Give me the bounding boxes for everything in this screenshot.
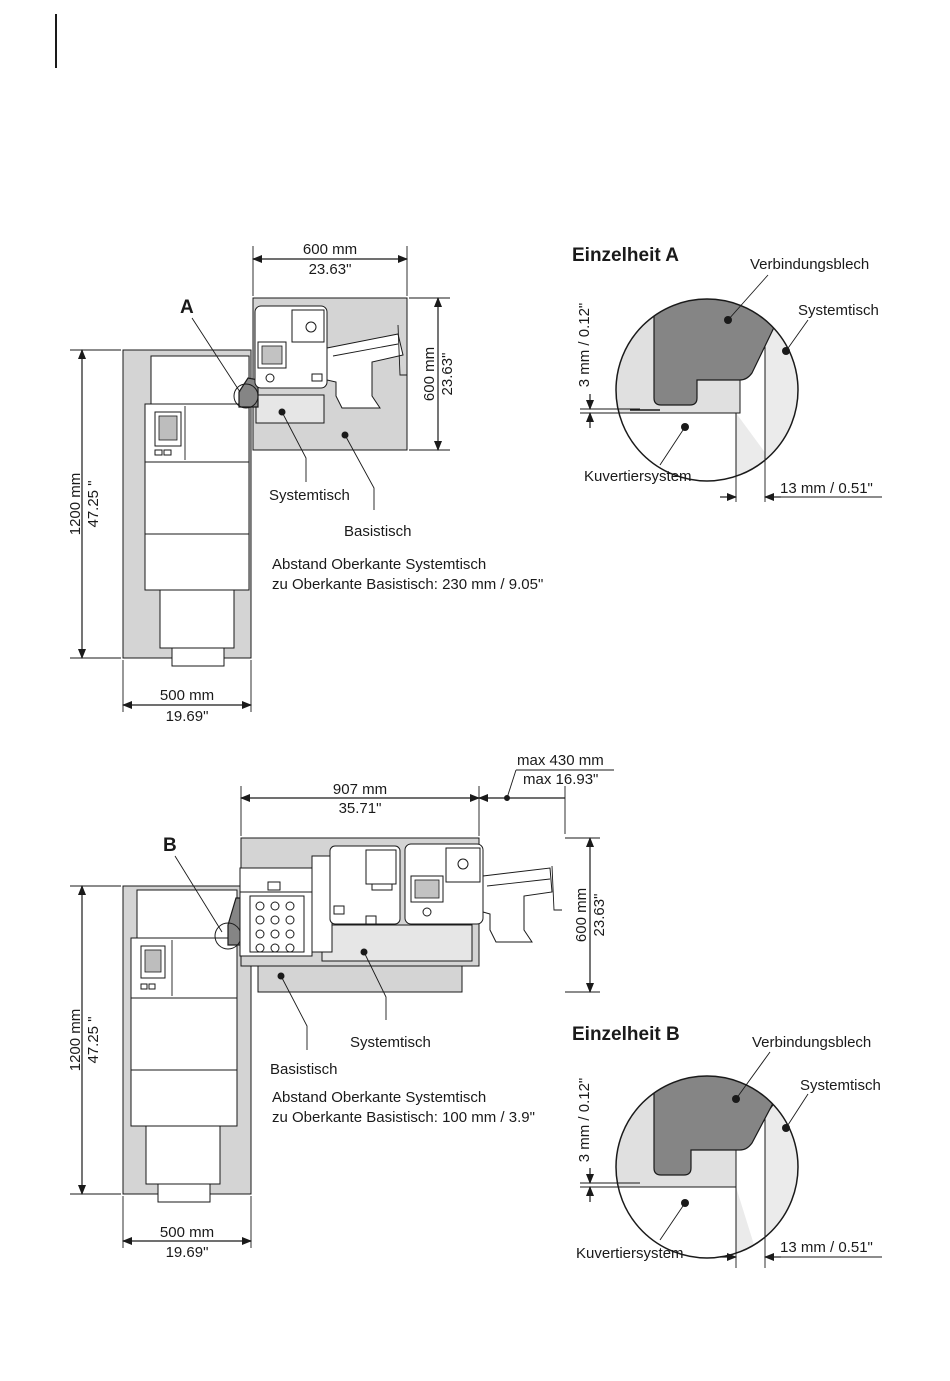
dim-bottom-mm-b: 500 mm (160, 1224, 214, 1241)
dim-left-mm-b: 1200 mm (67, 1009, 84, 1072)
dim-top-in-a: 23.63" (309, 261, 352, 278)
label-basistisch-a: Basistisch (344, 523, 412, 540)
label-kuvertiersystem-b: Kuvertiersystem (576, 1245, 684, 1262)
dim-right-mm-a: 600 mm (421, 347, 438, 401)
dim-bottom-mm-a: 500 mm (160, 687, 214, 704)
detail-b-title: Einzelheit B (572, 1024, 680, 1045)
connection-sheet-detail-a (653, 299, 781, 406)
system-table-plate-b (321, 924, 473, 962)
franking-machine-b (404, 843, 562, 943)
dim-bottom-in-b: 19.69" (166, 1244, 209, 1261)
detail-b: Einzelheit B Verbindungsblech Systemtisc… (572, 1024, 882, 1268)
note-line1-b: Abstand Oberkante Systemtisch (272, 1089, 486, 1106)
label-verbindungsblech-b: Verbindungsblech (752, 1034, 871, 1051)
dim-width-a: 13 mm / 0.51" (780, 480, 873, 497)
dim-bottom-in-a: 19.69" (166, 708, 209, 725)
dim-width-b: 13 mm / 0.51" (780, 1239, 873, 1256)
system-table-plate-a (255, 394, 325, 424)
dim-top-mm-b: 907 mm (333, 781, 387, 798)
note-line2-a: zu Oberkante Basistisch: 230 mm / 9.05" (272, 576, 543, 593)
label-systemtisch-detail-b: Systemtisch (800, 1077, 881, 1094)
diagram-b-label: B (163, 835, 177, 856)
diagram-a: A 600 mm 23.63" 600 mm 23.63" 1200 mm 47… (67, 241, 543, 725)
label-basistisch-b: Basistisch (270, 1061, 338, 1078)
detail-a: Einzelheit A Verbindungsblech Systemtisc… (572, 245, 882, 502)
base-table-extension-b (257, 965, 463, 993)
detail-circle-a (233, 383, 259, 409)
inserter-system-a (144, 355, 250, 667)
note-line2-b: zu Oberkante Basistisch: 100 mm / 3.9" (272, 1109, 535, 1126)
dim-gap-b: 3 mm / 0.12" (576, 1078, 593, 1163)
dim-left-mm-a: 1200 mm (67, 473, 84, 536)
dim-gap-a: 3 mm / 0.12" (576, 303, 593, 388)
label-systemtisch-a: Systemtisch (269, 487, 350, 504)
detail-a-title: Einzelheit A (572, 245, 679, 266)
dim-top-in-b: 35.71" (339, 800, 382, 817)
dim-right-in-a: 23.63" (439, 353, 456, 396)
franking-machine-a (254, 305, 407, 409)
dim-right-in-b: 23.63" (591, 894, 608, 937)
inserter-system-b (130, 889, 238, 1203)
label-systemtisch-b: Systemtisch (350, 1034, 431, 1051)
dim-left-in-b: 47.25 " (85, 1016, 102, 1063)
dim-right-mm-b: 600 mm (573, 888, 590, 942)
label-kuvertiersystem-a: Kuvertiersystem (584, 468, 692, 485)
connection-sheet-detail-b (653, 1076, 781, 1176)
dim-top-mm-a: 600 mm (303, 241, 357, 258)
dim-max-in-b: max 16.93" (523, 771, 598, 788)
label-systemtisch-detail-a: Systemtisch (798, 302, 879, 319)
diagram-b: B 907 mm 35.71" max 430 mm max 16.93" 60… (67, 752, 614, 1261)
label-verbindungsblech-a: Verbindungsblech (750, 256, 869, 273)
dim-max-mm-b: max 430 mm (517, 752, 604, 769)
feeder-modules-b (239, 845, 401, 957)
note-line1-a: Abstand Oberkante Systemtisch (272, 556, 486, 573)
diagram-a-label: A (180, 297, 194, 318)
dim-left-in-a: 47.25 " (85, 480, 102, 527)
